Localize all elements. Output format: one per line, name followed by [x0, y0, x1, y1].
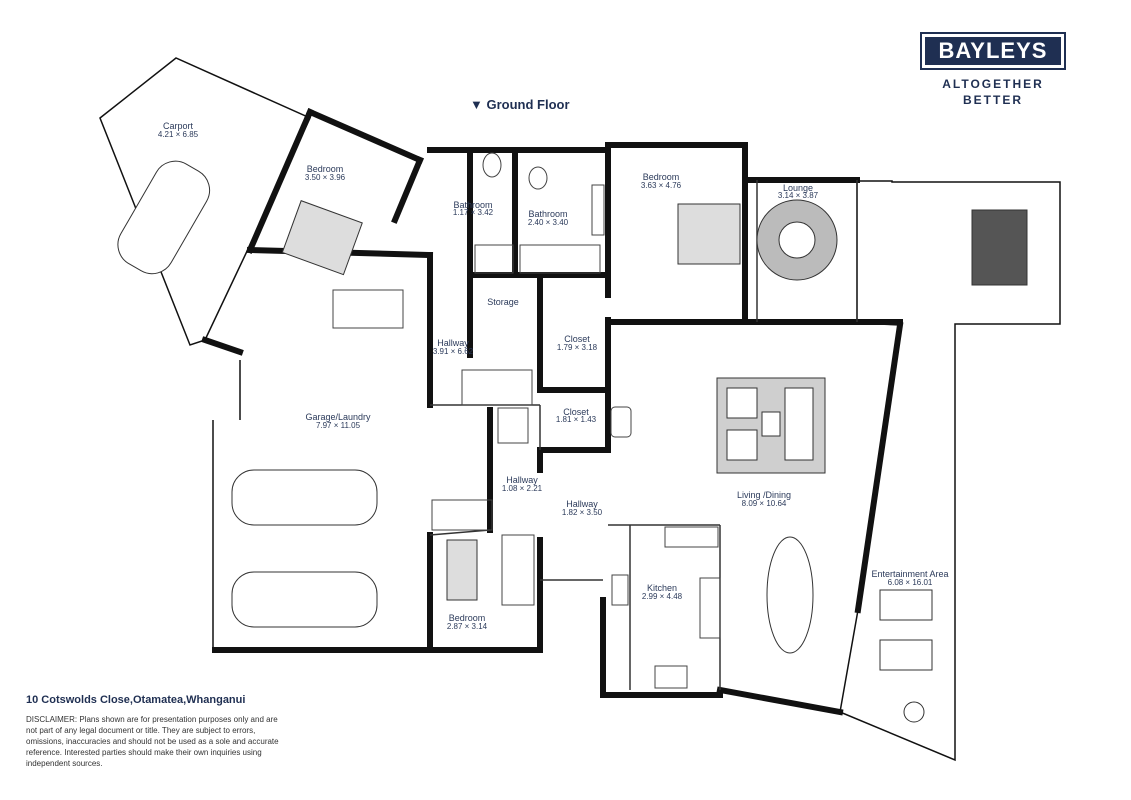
brand-logo-text: BAYLEYS: [925, 37, 1061, 65]
room-label-bedroom: Bedroom: [449, 613, 486, 623]
room-dims-hallway: 1.82 × 3.50: [562, 508, 603, 517]
room-label-hallway: Hallway: [506, 475, 538, 485]
room-dims-closet: 1.79 × 3.18: [557, 343, 598, 352]
car-icon: [231, 571, 378, 628]
vanity: [591, 184, 605, 236]
room-label-kitchen: Kitchen: [647, 583, 677, 593]
room-dims-kitchen: 2.99 × 4.48: [642, 592, 683, 601]
stair-flight: [461, 369, 533, 406]
structural-walls: [201, 108, 904, 716]
brand-tagline-line-2: BETTER: [963, 93, 1023, 107]
property-address: 10 Cotswolds Close,Otamatea,Whanganui: [26, 694, 246, 706]
room-dims-entertainment-area: 6.08 × 16.01: [888, 578, 933, 587]
room-label-bedroom: Bedroom: [307, 164, 344, 174]
shower-tray: [519, 244, 601, 274]
room-dims-closet: 1.81 × 1.43: [556, 415, 597, 424]
room-dims-bedroom: 3.50 × 3.96: [305, 173, 346, 182]
toilet-icon: [528, 166, 548, 190]
bed-icon: [446, 539, 478, 601]
room-label-bedroom: Bedroom: [643, 172, 680, 182]
room-label-hallway: Hallway: [566, 499, 598, 509]
room-dims-lounge: 3.14 × 3.87: [778, 191, 819, 200]
kitchen-bench: [664, 526, 719, 548]
toilet-icon: [482, 152, 502, 178]
beds: [281, 200, 741, 601]
sun-lounger-icon: [879, 589, 933, 621]
bed-icon: [281, 200, 363, 276]
disclaimer-text: DISCLAIMER: Plans shown are for presenta…: [26, 715, 279, 768]
bbq-icon: [903, 701, 925, 723]
room-label-entertainment-area: Entertainment Area: [871, 569, 948, 579]
car-icon: [231, 469, 378, 526]
dining-table: [766, 536, 814, 654]
armchair-icon: [726, 387, 758, 419]
room-label-closet: Closet: [563, 407, 589, 417]
cars: [117, 160, 378, 628]
bed-icon: [677, 203, 741, 265]
room-dims-garage-laundry: 7.97 × 11.05: [316, 421, 361, 430]
room-dims-carport: 4.21 × 6.85: [158, 130, 199, 139]
room-label-garage-laundry: Garage/Laundry: [305, 412, 371, 422]
coffee-table: [761, 411, 781, 437]
furniture: [716, 199, 1028, 723]
interior-walls: [429, 180, 858, 690]
kitchen-sink: [654, 665, 688, 689]
room-dims-hallway: 1.08 × 2.21: [502, 484, 543, 493]
room-dims-living-dining: 8.09 × 10.64: [742, 499, 787, 508]
brand-tagline-line-1: ALTOGETHER: [942, 77, 1044, 91]
outdoor-table-icon: [971, 209, 1028, 286]
stairs: [431, 369, 535, 606]
room-labels: Carport 4.21 × 6.85 Bedroom 3.50 × 3.96 …: [158, 121, 949, 631]
room-label-carport: Carport: [163, 121, 194, 131]
room-label-living-dining: Living /Dining: [737, 490, 791, 500]
sofa-icon: [784, 387, 814, 461]
room-label-hallway: Hallway: [437, 338, 469, 348]
cooktop: [611, 574, 629, 606]
bath-tub: [474, 244, 514, 274]
room-dims-bedroom: 3.63 × 4.76: [641, 181, 682, 190]
stair-flight: [501, 534, 535, 606]
room-label-bathroom: Bathroom: [528, 209, 567, 219]
car-icon: [117, 160, 211, 275]
room-label-lounge: Lounge: [783, 183, 813, 193]
round-table-icon: [778, 221, 816, 259]
stair-flight: [497, 407, 529, 444]
fireplace: [610, 406, 632, 438]
room-label-storage: Storage: [487, 297, 519, 307]
room-label-bathroom: Bathroom: [453, 200, 492, 210]
stair-flight: [431, 499, 493, 531]
fixtures: [332, 152, 721, 689]
room-label-closet: Closet: [564, 334, 590, 344]
brand-tagline: ALTOGETHER BETTER: [920, 76, 1066, 108]
kitchen-island: [699, 577, 721, 639]
armchair-icon: [726, 429, 758, 461]
room-dims-bathroom: 1.17 × 3.42: [453, 208, 494, 217]
room-dims-hallway: 3.91 × 6.62: [433, 347, 474, 356]
laundry-sinks: [332, 289, 404, 329]
floor-title: ▼ Ground Floor: [470, 97, 570, 112]
room-dims-bedroom: 2.87 × 3.14: [447, 622, 488, 631]
brand-logo: BAYLEYS: [920, 32, 1066, 70]
room-dims-bathroom: 2.40 × 3.40: [528, 218, 569, 227]
sun-lounger-icon: [879, 639, 933, 671]
